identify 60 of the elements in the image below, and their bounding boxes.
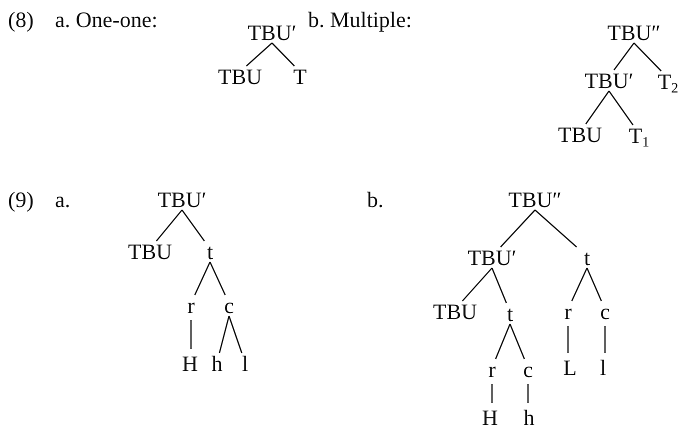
association-line: [491, 384, 493, 403]
tree-node-label: TBU′: [158, 189, 206, 211]
branch-line: [218, 316, 230, 354]
branch-line: [228, 316, 242, 354]
branch-line: [534, 210, 578, 248]
tree-node-label: c: [224, 295, 234, 317]
branch-line: [209, 262, 226, 296]
tree-node-label: T: [293, 66, 307, 88]
branch-line: [571, 268, 588, 302]
branch-line: [462, 268, 492, 302]
tree-node-label: TBU″: [508, 189, 562, 211]
tree-node-label: t: [584, 247, 590, 269]
branch-line: [613, 42, 635, 70]
branch-line: [194, 262, 211, 296]
tree-node-label: l: [600, 357, 606, 379]
tree-node-label: T$_{1}$: [628, 125, 650, 147]
tree-node-label: TBU: [558, 124, 602, 146]
branch-line: [272, 42, 295, 66]
tree-node-label: c: [523, 359, 533, 381]
branch-line: [495, 324, 511, 360]
association-line: [190, 320, 192, 349]
branch-line: [156, 210, 182, 242]
branch-line: [181, 210, 205, 242]
association-line: [527, 384, 529, 403]
tree-node-label: t: [206, 241, 214, 263]
tree-node-label: H: [482, 407, 498, 429]
branch-line: [634, 42, 662, 72]
example-number: (9): [8, 189, 34, 211]
tree-node-label: r: [564, 301, 572, 323]
tree-node-label: h: [524, 407, 534, 429]
tree-node-label: TBU: [218, 66, 262, 88]
example-number: (8): [8, 9, 34, 31]
branch-line: [509, 324, 525, 360]
branch-line: [585, 90, 610, 124]
tree-node-label: c: [600, 301, 610, 323]
tree-node-label: h: [212, 353, 222, 375]
branch-line: [246, 42, 272, 66]
association-line: [567, 326, 569, 353]
example-label: b.: [367, 189, 384, 211]
tree-node-label: TBU″: [607, 22, 661, 44]
tree-node-label: r: [488, 359, 496, 381]
tree-node-label: t: [506, 303, 514, 325]
tree-node-label: L: [563, 357, 577, 379]
tree-node-label: TBU: [433, 301, 477, 323]
tree-node-label: TBU′: [248, 22, 296, 44]
tree-node-label: H: [182, 353, 198, 375]
association-line: [604, 326, 606, 353]
example-label: a.: [55, 189, 70, 211]
tree-node-label: TBU′: [468, 247, 516, 269]
example-label: b. Multiple:: [308, 9, 412, 31]
branch-line: [500, 210, 536, 248]
branch-line: [586, 268, 602, 302]
tree-node-label: T$_{2}$: [658, 71, 678, 93]
branch-line: [608, 90, 634, 126]
branch-line: [491, 268, 507, 304]
tree-node-label: l: [242, 353, 248, 375]
tree-node-label: TBU′: [584, 70, 634, 92]
example-label: a. One-one:: [55, 9, 158, 31]
tree-node-label: r: [187, 295, 195, 317]
tree-node-label: TBU: [128, 241, 172, 263]
